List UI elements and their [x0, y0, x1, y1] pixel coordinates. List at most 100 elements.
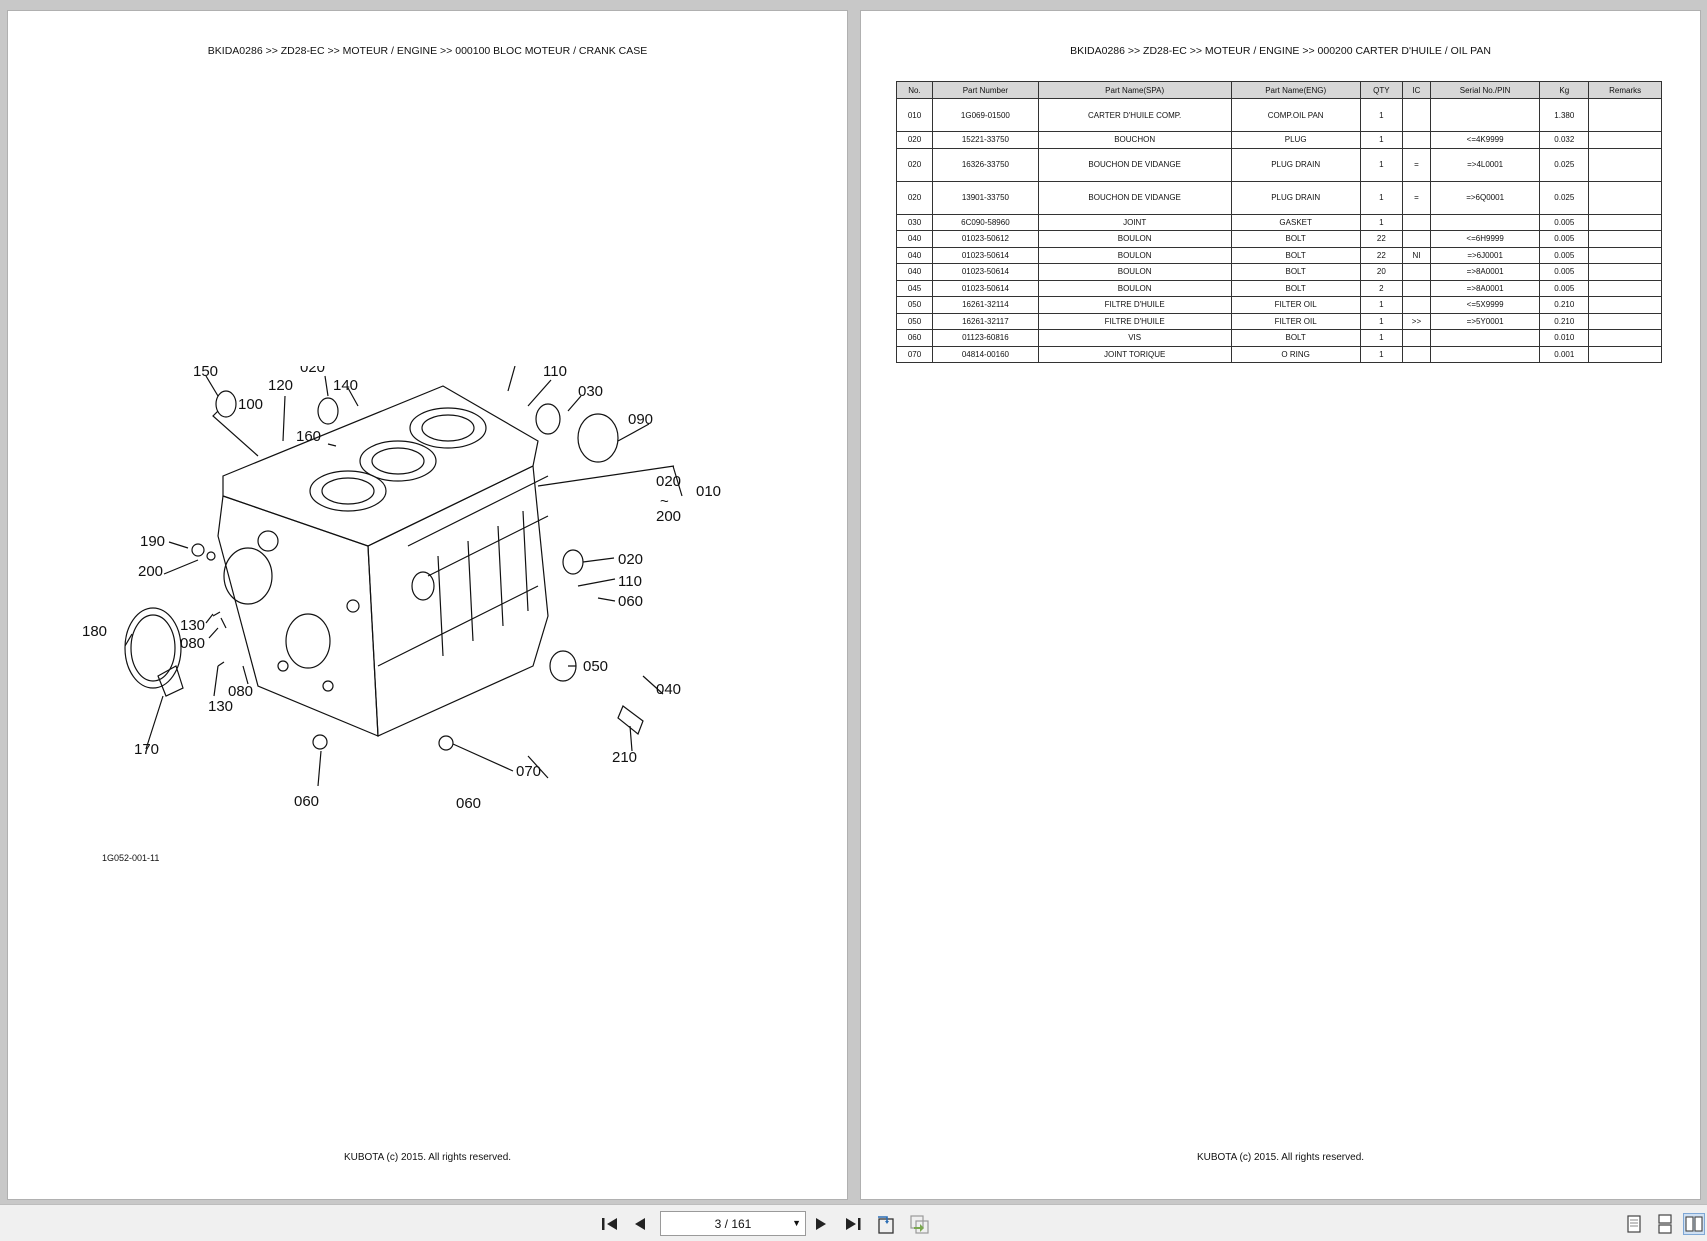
col-part-name-spa: Part Name(SPA)	[1037, 81, 1232, 99]
cell-part-name-eng: BOLT	[1230, 246, 1361, 264]
cell-qty: 20	[1359, 263, 1403, 281]
page-header: BKIDA0286 >> ZD28-EC >> MOTEUR / ENGINE …	[1070, 45, 1491, 57]
cell-no: 040	[896, 230, 933, 248]
svg-text:140: 140	[333, 377, 358, 394]
cell-part-name-spa: BOUCHON	[1037, 131, 1232, 149]
first-page-icon[interactable]	[599, 1213, 621, 1235]
cell-kg: 0.005	[1539, 213, 1590, 231]
page-indicator[interactable]: 3 / 161 ▼	[660, 1211, 806, 1236]
cell-part-number: 16326-33750	[932, 147, 1039, 182]
cell-part-number: 15221-33750	[932, 131, 1039, 149]
svg-text:~: ~	[660, 493, 669, 510]
cell-ic: >>	[1401, 312, 1432, 330]
svg-text:050: 050	[583, 658, 608, 675]
cell-part-number: 6C090-58960	[932, 213, 1039, 231]
prev-page-icon[interactable]	[629, 1213, 651, 1235]
crank-case-diagram: 150 020 120 140 100 160 120 110 030 090 …	[82, 366, 721, 812]
cell-ic	[1401, 263, 1432, 281]
cell-kg: 1.380	[1539, 98, 1590, 132]
svg-text:130: 130	[180, 617, 205, 634]
page-indicator-text: 3 / 161	[714, 1216, 752, 1231]
page-footer: KUBOTA (c) 2015. All rights reserved.	[343, 1152, 512, 1163]
last-page-icon[interactable]	[842, 1213, 864, 1235]
cell-serial: <=6H9999	[1429, 230, 1541, 248]
cell-kg: 0.005	[1539, 263, 1590, 281]
svg-text:010: 010	[696, 483, 721, 500]
cell-no: 040	[896, 263, 933, 281]
parts-table: No. Part Number Part Name(SPA) Part Name…	[896, 81, 1662, 363]
svg-text:020: 020	[618, 551, 643, 568]
col-part-number: Part Number	[932, 81, 1039, 99]
cell-serial: =>8A0001	[1429, 263, 1541, 281]
cell-kg: 0.005	[1539, 246, 1590, 264]
cell-part-name-spa: FILTRE D'HUILE	[1037, 312, 1232, 330]
svg-text:110: 110	[543, 366, 567, 380]
cell-no: 020	[896, 180, 933, 215]
svg-text:160: 160	[296, 428, 321, 445]
cell-part-number: 01023-50614	[932, 263, 1039, 281]
cell-part-number: 01023-50612	[932, 230, 1039, 248]
next-page-icon[interactable]	[810, 1213, 832, 1235]
rotate-icon[interactable]	[875, 1213, 897, 1235]
cell-ic	[1401, 131, 1432, 149]
table-header-row: No. Part Number Part Name(SPA) Part Name…	[896, 81, 1662, 99]
svg-text:090: 090	[628, 411, 653, 428]
cell-kg: 0.025	[1539, 147, 1590, 182]
cell-part-number: 16261-32117	[932, 312, 1039, 330]
svg-text:170: 170	[134, 741, 159, 758]
cell-part-name-spa: BOULON	[1037, 230, 1232, 248]
cell-part-name-spa: VIS	[1037, 329, 1232, 347]
cell-part-name-eng: O RING	[1230, 345, 1361, 363]
cell-part-name-eng: BOLT	[1230, 230, 1361, 248]
col-serial: Serial No./PIN	[1429, 81, 1541, 99]
cell-no: 050	[896, 296, 933, 314]
cell-remarks	[1588, 279, 1662, 297]
svg-text:110: 110	[618, 573, 642, 590]
document-viewer[interactable]: BKIDA0286 >> ZD28-EC >> MOTEUR / ENGINE …	[0, 0, 1707, 1204]
cell-serial: =>5Y0001	[1429, 312, 1541, 330]
cell-serial: =>6J0001	[1429, 246, 1541, 264]
cell-part-name-spa: BOUCHON DE VIDANGE	[1037, 180, 1232, 215]
cell-remarks	[1588, 213, 1662, 231]
cell-no: 045	[896, 279, 933, 297]
block-top	[222, 385, 539, 547]
cell-part-number: 01023-50614	[932, 246, 1039, 264]
cell-part-name-eng: PLUG DRAIN	[1230, 147, 1361, 182]
svg-text:210: 210	[612, 749, 637, 766]
svg-text:180: 180	[82, 623, 107, 640]
cell-part-name-eng: COMP.OIL PAN	[1230, 98, 1361, 132]
cell-ic	[1401, 345, 1432, 363]
continuous-page-icon[interactable]	[1654, 1213, 1676, 1235]
cell-part-name-spa: BOULON	[1037, 263, 1232, 281]
cell-ic: =	[1401, 147, 1432, 182]
cell-qty: 1	[1359, 98, 1403, 132]
two-page-icon[interactable]	[1683, 1213, 1705, 1235]
cell-ic	[1401, 279, 1432, 297]
col-remarks: Remarks	[1588, 81, 1662, 99]
single-page-icon[interactable]	[1623, 1213, 1645, 1235]
cell-part-name-eng: FILTER OIL	[1230, 312, 1361, 330]
cell-part-name-spa: JOINT TORIQUE	[1037, 345, 1232, 363]
page-header: BKIDA0286 >> ZD28-EC >> MOTEUR / ENGINE …	[207, 45, 648, 57]
cell-part-name-eng: BOLT	[1230, 279, 1361, 297]
cell-serial	[1429, 345, 1541, 363]
cell-remarks	[1588, 263, 1662, 281]
col-kg: Kg	[1539, 81, 1590, 99]
cell-part-name-spa: JOINT	[1037, 213, 1232, 231]
export-icon[interactable]	[908, 1213, 930, 1235]
cell-kg: 0.210	[1539, 312, 1590, 330]
cell-part-name-spa: BOULON	[1037, 279, 1232, 297]
cell-remarks	[1588, 312, 1662, 330]
cell-part-name-spa: CARTER D'HUILE COMP.	[1037, 98, 1232, 132]
cell-qty: 1	[1359, 147, 1403, 182]
chevron-down-icon[interactable]: ▼	[792, 1218, 801, 1228]
col-ic: IC	[1401, 81, 1432, 99]
cell-kg: 0.005	[1539, 230, 1590, 248]
page-right: BKIDA0286 >> ZD28-EC >> MOTEUR / ENGINE …	[860, 10, 1701, 1200]
